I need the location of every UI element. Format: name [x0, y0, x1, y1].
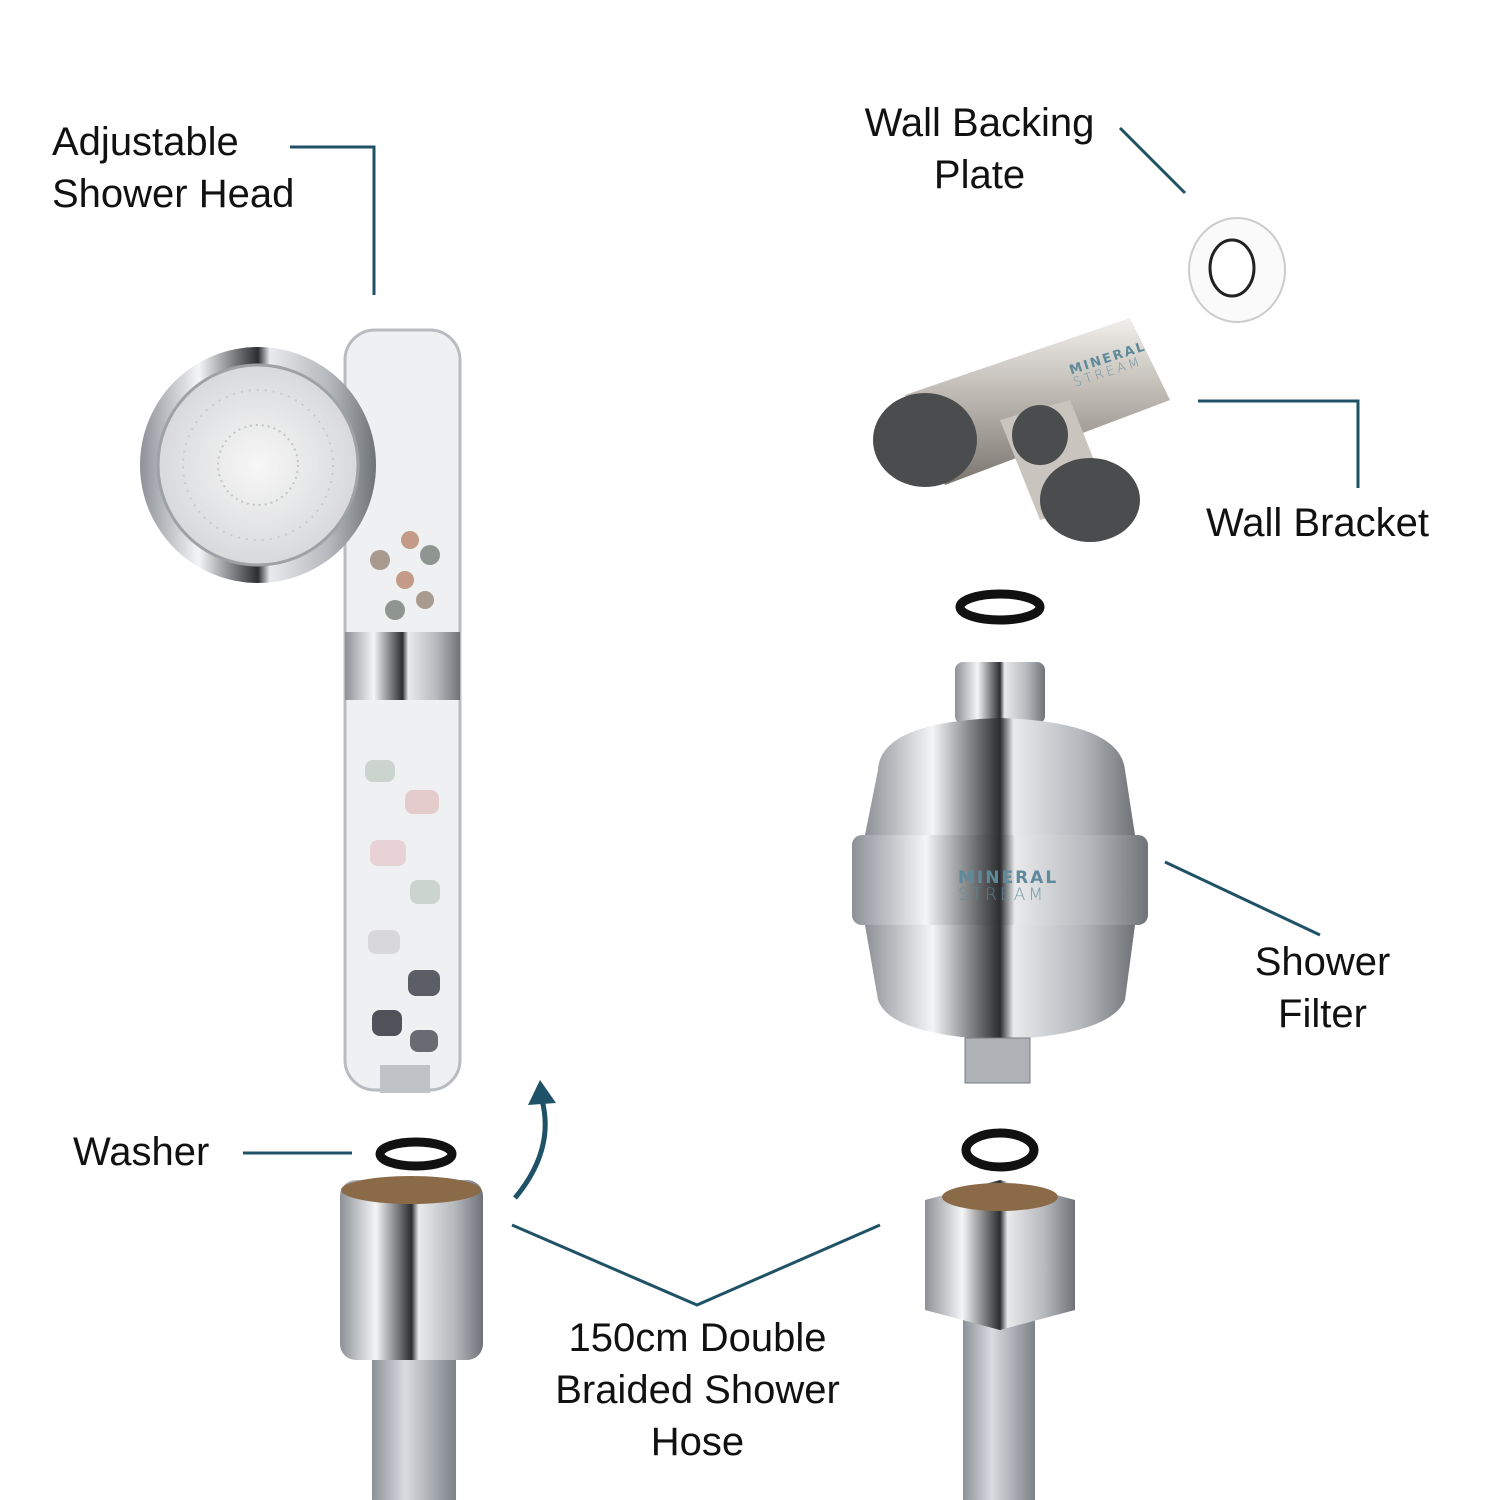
label-line: 150cm Double	[568, 1316, 827, 1360]
washer-right-image	[961, 1128, 1039, 1172]
label-backing-plate: Wall Backing Plate	[852, 97, 1107, 201]
hose-right-image	[925, 1180, 1075, 1500]
wall-backing-plate-image	[1188, 217, 1286, 323]
brand-line2: STREAM	[958, 885, 1047, 905]
label-line: Hose	[650, 1420, 745, 1464]
shower-filter-image	[852, 662, 1148, 1084]
label-line: Braided Shower	[555, 1368, 840, 1412]
label-line: Shower	[1254, 940, 1391, 984]
washer-left-image	[375, 1137, 457, 1171]
label-washer: Washer	[73, 1130, 210, 1174]
label-line: Adjustable	[52, 120, 239, 164]
label-line: Shower Head	[52, 172, 295, 216]
label-wall-bracket: Wall Bracket	[1206, 501, 1430, 545]
label-line: Plate	[933, 153, 1026, 197]
connect-arrow-icon	[513, 1080, 556, 1200]
label-hose: 150cm Double Braided Shower Hose	[530, 1312, 865, 1468]
hose-left-image	[340, 1176, 483, 1500]
label-shower-filter: Shower Filter	[1240, 936, 1405, 1040]
wall-bracket-image	[873, 318, 1170, 542]
label-shower-head: Adjustable Shower Head	[52, 116, 294, 220]
shower-head-image	[140, 328, 462, 1093]
washer-top-image	[955, 589, 1045, 625]
label-line: Wall Backing	[864, 101, 1095, 145]
filter-brand-logo: MINERAL STREAM	[958, 870, 1058, 904]
label-line: Filter	[1278, 992, 1367, 1036]
leader-lines	[243, 126, 1360, 1307]
brand-line1: MINERAL	[958, 868, 1059, 888]
